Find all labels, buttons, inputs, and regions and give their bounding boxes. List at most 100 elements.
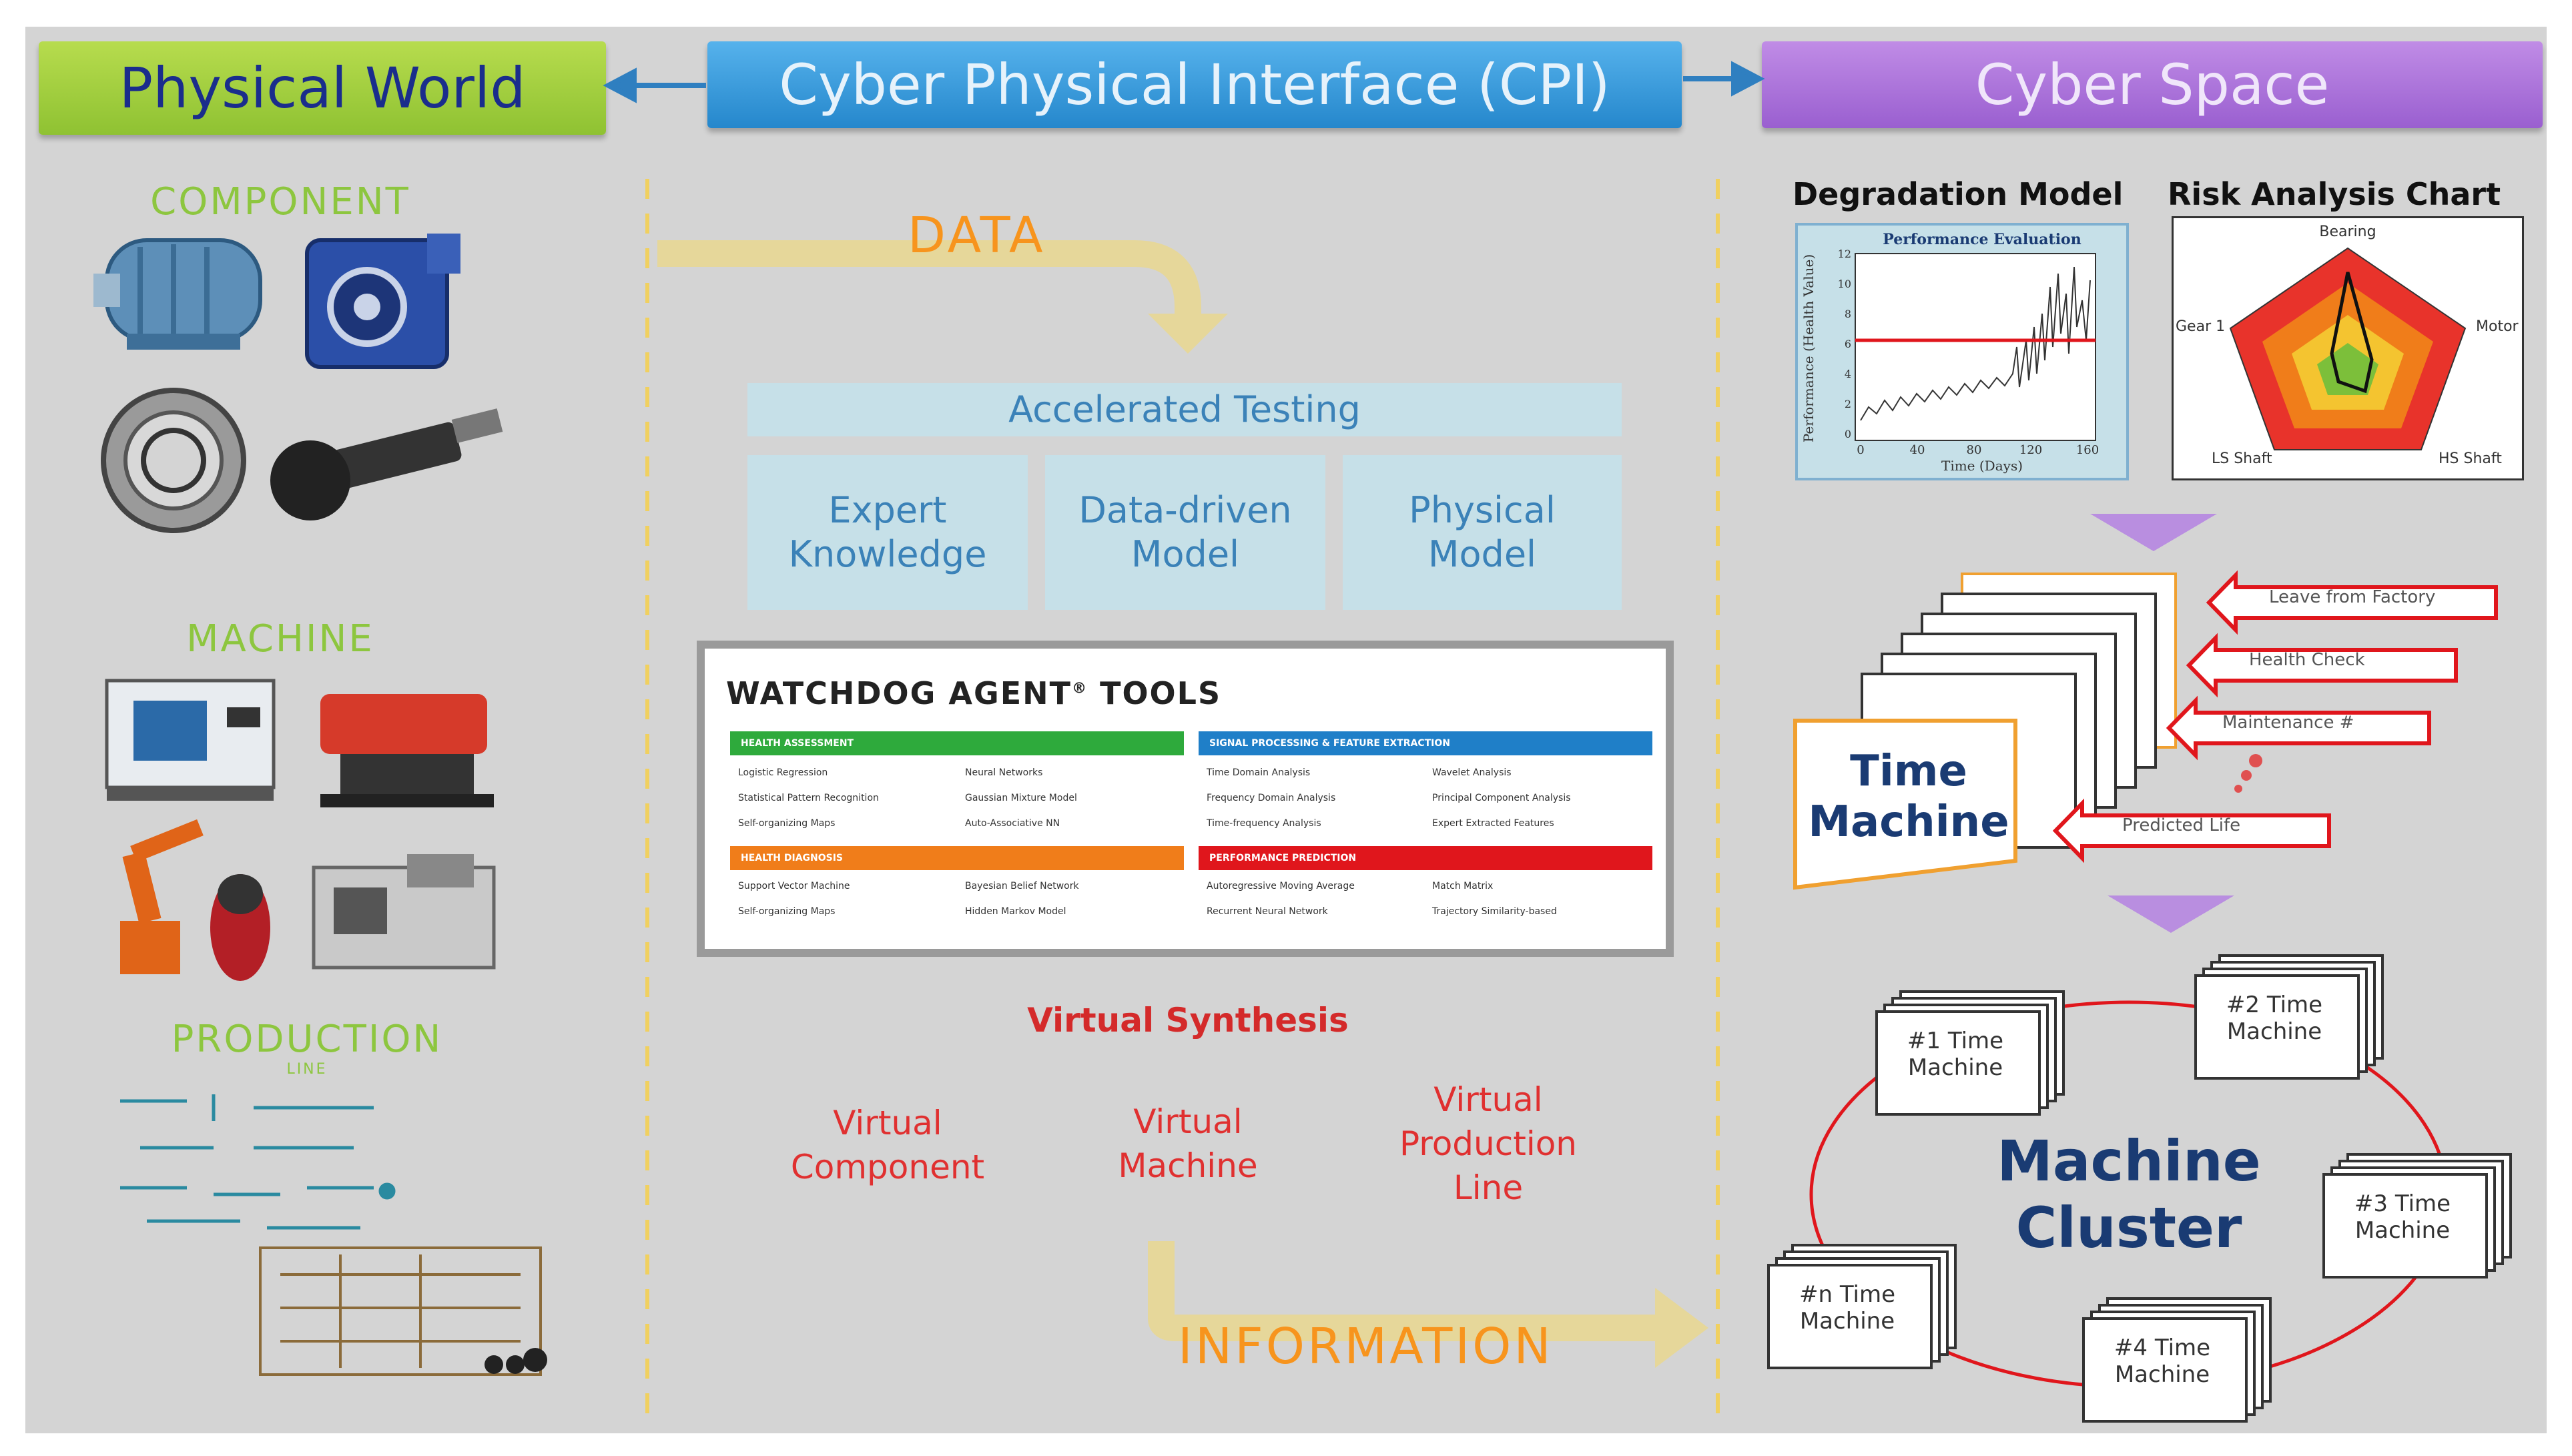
component-images <box>93 234 503 533</box>
data-flow-arrow <box>657 240 1201 320</box>
node-1-line1: #1 Time <box>1907 1028 2004 1054</box>
machine-label: MACHINE <box>186 617 374 661</box>
cyber-space-title: Cyber Space <box>1975 52 2330 117</box>
production-machine-icon <box>312 854 496 970</box>
perf-xtick-label: 40 <box>1910 443 1925 457</box>
perf-ytick-label: 8 <box>1845 308 1851 320</box>
node-3-line1: #3 Time <box>2354 1190 2451 1217</box>
ha-item-6: Auto-Associative NN <box>965 818 1060 829</box>
pp-item-3: Recurrent Neural Network <box>1207 906 1328 917</box>
shaft-icon <box>270 408 503 520</box>
sp-item-5: Time-frequency Analysis <box>1207 818 1321 829</box>
machine-cluster-line2: Cluster <box>2015 1195 2242 1260</box>
motor-icon <box>93 238 262 350</box>
virtual-machine-line1: Virtual <box>1133 1102 1243 1141</box>
virtual-component: Virtual Component <box>754 1101 1021 1189</box>
node-n-line1: #n Time <box>1799 1281 1896 1308</box>
signal-processing-band: SIGNAL PROCESSING & FEATURE EXTRACTION <box>1199 731 1652 755</box>
expert-knowledge-box: Expert Knowledge <box>747 455 1028 610</box>
accelerated-testing-box: Accelerated Testing <box>747 383 1622 436</box>
virtual-production-line1: Virtual <box>1433 1080 1543 1119</box>
machine-images <box>105 679 496 981</box>
physical-model-box: Physical Model <box>1343 455 1622 610</box>
perf-ytick-label: 6 <box>1845 338 1851 350</box>
pp-item-2: Match Matrix <box>1432 881 1494 891</box>
cluster-node-3-label: #3 Time Machine <box>2322 1190 2483 1244</box>
virtual-production-line2: Production <box>1399 1124 1577 1163</box>
cluster-node-4: #4 Time Machine <box>2082 1297 2282 1431</box>
information-flow-arrow <box>1148 1241 1668 1341</box>
expert-knowledge-line1: Expert <box>828 489 947 531</box>
time-machine-front-page <box>1793 719 2017 890</box>
perf-xtick-label: 0 <box>1857 443 1864 457</box>
radar-risk-profile <box>2330 272 2374 394</box>
bandsaw-icon <box>320 694 494 807</box>
node-4-line1: #4 Time <box>2114 1335 2211 1361</box>
accelerated-testing-label: Accelerated Testing <box>1008 388 1361 430</box>
node-4-line2: Machine <box>2114 1361 2210 1388</box>
virtual-component-line1: Virtual <box>833 1104 942 1142</box>
down-arrow-1 <box>2090 514 2217 551</box>
perf-plot-xlabel: Time (Days) <box>1941 458 2023 474</box>
component-label: COMPONENT <box>150 180 410 224</box>
physical-model-line1: Physical <box>1409 489 1556 531</box>
perf-ytick-label: 0 <box>1845 428 1851 440</box>
dot-2 <box>2241 770 2252 781</box>
virtual-machine-line2: Machine <box>1118 1146 1258 1185</box>
ha-item-1: Logistic Regression <box>738 767 828 778</box>
perf-ytick-label: 12 <box>1838 248 1851 260</box>
data-driven-line2: Model <box>1131 533 1240 575</box>
gearbox-icon <box>305 234 460 369</box>
hd-item-4: Hidden Markov Model <box>965 906 1066 917</box>
ha-item-2: Neural Networks <box>965 767 1043 778</box>
perf-plot-area <box>1855 253 2096 441</box>
watchdog-registered-mark: ® <box>1072 680 1088 697</box>
physical-world-banner: Physical World <box>39 41 606 135</box>
expert-knowledge-line2: Knowledge <box>788 533 987 575</box>
perf-health-series <box>1860 266 2091 421</box>
robot-arm-icon <box>120 819 270 981</box>
watchdog-title: WATCHDOG AGENT® TOOLS <box>726 675 1221 711</box>
time-machine-line2: Machine <box>1808 797 2009 847</box>
leave-factory-label: Leave from Factory <box>2269 587 2436 607</box>
node-n-line2: Machine <box>1799 1308 1895 1335</box>
information-label: INFORMATION <box>1178 1318 1554 1375</box>
pp-item-4: Trajectory Similarity-based <box>1432 906 1557 917</box>
cluster-node-2-label: #2 Time Machine <box>2194 992 2354 1045</box>
perf-ytick-label: 4 <box>1845 368 1851 380</box>
ha-item-5: Self-organizing Maps <box>738 818 836 829</box>
perf-ytick-label: 10 <box>1838 278 1851 290</box>
sp-item-3: Frequency Domain Analysis <box>1207 793 1336 803</box>
perf-xtick-label: 80 <box>1967 443 1982 457</box>
production-line-layout <box>120 1094 547 1376</box>
node-2-line1: #2 Time <box>2226 992 2323 1018</box>
virtual-component-line2: Component <box>790 1148 985 1186</box>
sp-item-6: Expert Extracted Features <box>1432 818 1554 829</box>
radar-label-hs-shaft: HS Shaft <box>2439 450 2502 467</box>
arrow-maintenance <box>2166 695 2431 761</box>
data-flow-arrowhead <box>1148 314 1228 354</box>
cluster-node-4-label: #4 Time Machine <box>2082 1335 2242 1388</box>
watchdog-panel: WATCHDOG AGENT® TOOLS HEALTH ASSESSMENT … <box>697 641 1674 957</box>
cluster-node-2: #2 Time Machine <box>2194 954 2394 1088</box>
time-machine-line1: Time <box>1850 747 1967 796</box>
pp-item-1: Autoregressive Moving Average <box>1207 881 1355 891</box>
radar-label-bearing: Bearing <box>2319 224 2376 240</box>
virtual-machine: Virtual Machine <box>1054 1100 1321 1188</box>
node-1-line2: Machine <box>1907 1054 2003 1081</box>
perf-plot-title: Performance Evaluation <box>1883 231 2081 248</box>
dot-1 <box>2249 754 2262 767</box>
cluster-node-n: #n Time Machine <box>1767 1244 1967 1377</box>
node-3-line2: Machine <box>2354 1217 2451 1244</box>
health-assessment-band: HEALTH ASSESSMENT <box>730 731 1184 755</box>
node-2-line2: Machine <box>2226 1018 2322 1045</box>
virtual-production-line3: Line <box>1453 1168 1524 1207</box>
health-check-label: Health Check <box>2249 650 2365 670</box>
cpi-banner: Cyber Physical Interface (CPI) <box>707 41 1682 128</box>
ha-item-4: Gaussian Mixture Model <box>965 793 1077 803</box>
hd-item-3: Self-organizing Maps <box>738 906 836 917</box>
virtual-synthesis-label: Virtual Synthesis <box>1027 1001 1349 1040</box>
data-driven-model-box: Data-driven Model <box>1045 455 1325 610</box>
